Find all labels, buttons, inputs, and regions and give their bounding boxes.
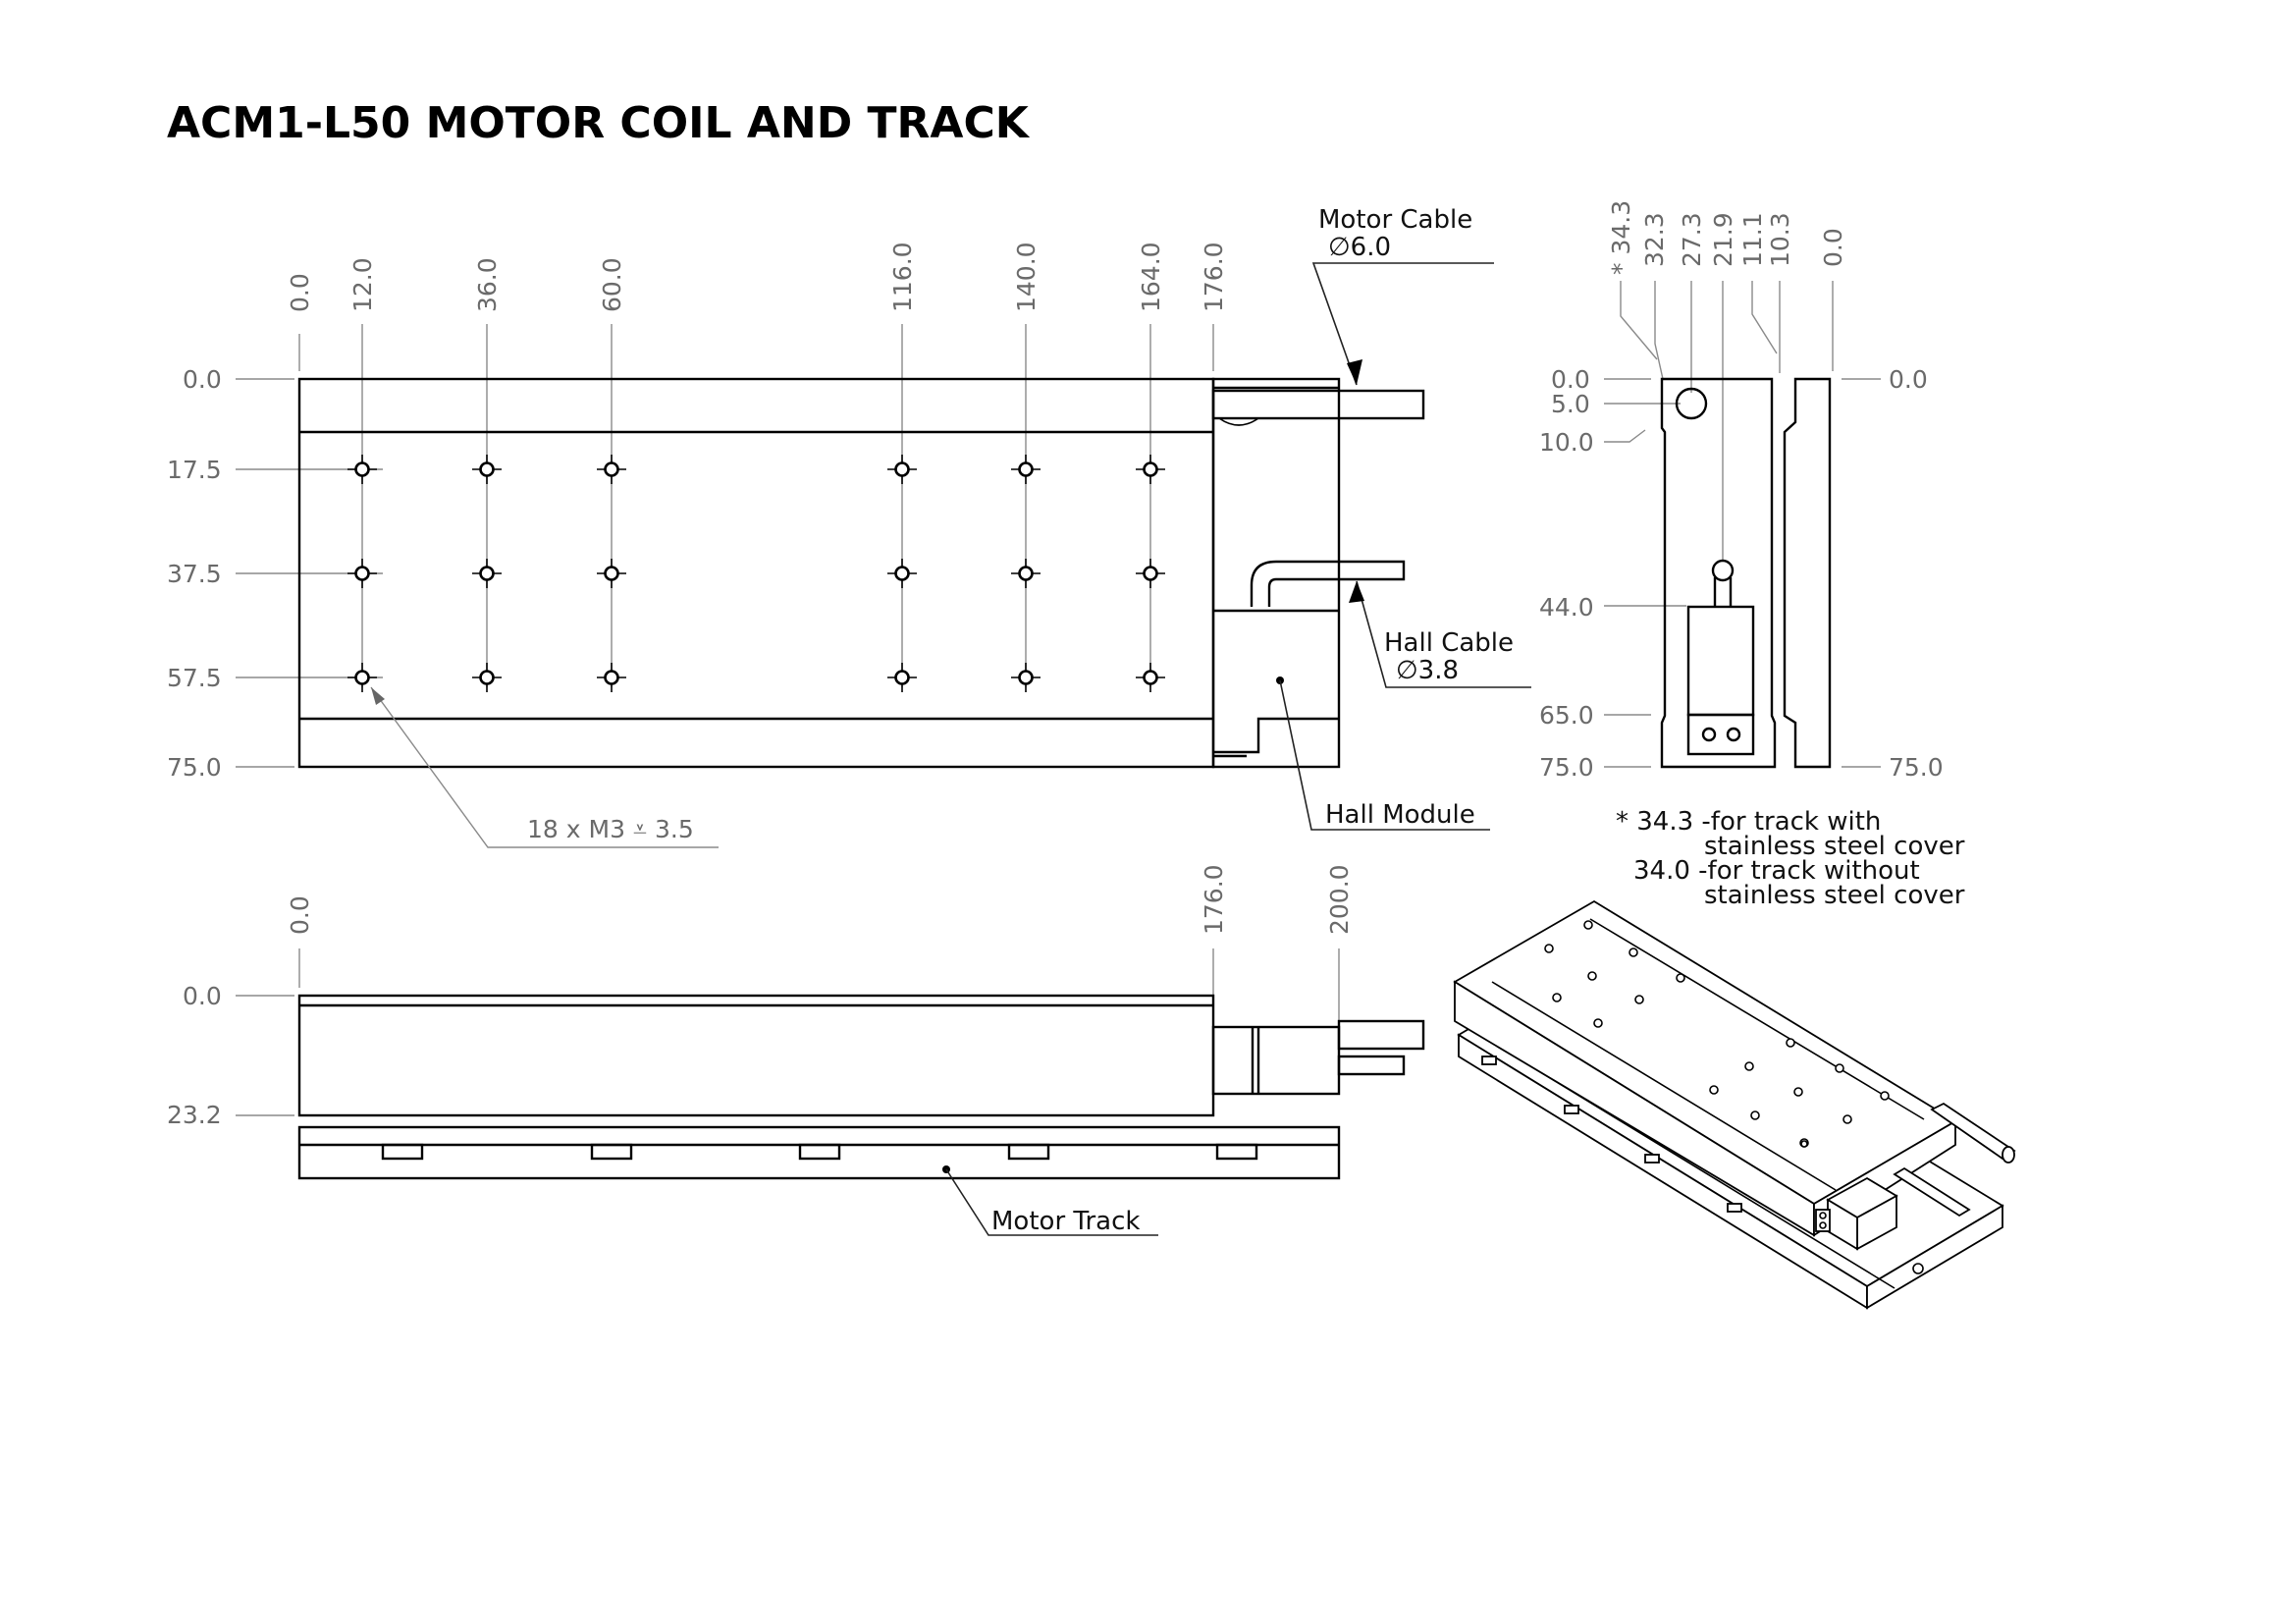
- end-dim-left-10: 10.0: [1539, 428, 1594, 457]
- footnote-line-4: stainless steel cover: [1704, 881, 1965, 910]
- end-dim-top-27-3: 27.3: [1678, 212, 1706, 267]
- hall-cable-label: Hall Cable: [1384, 628, 1514, 658]
- top-dim-x-116: 116.0: [888, 242, 917, 312]
- side-view: 0.0 176.0 200.0 0.0 23.2: [167, 864, 1425, 1236]
- drawing-title: ACM1-L50 MOTOR COIL AND TRACK: [167, 98, 1029, 148]
- end-dim-top-32-3: 32.3: [1640, 212, 1669, 267]
- iso-cables: [1893, 1102, 2016, 1218]
- track-end-profile: [1783, 377, 1832, 769]
- side-dim-y-23-2: 23.2: [167, 1101, 222, 1129]
- end-dim-right-0: 0.0: [1889, 365, 1928, 394]
- end-dim-top-11-1: 11.1: [1738, 212, 1767, 267]
- top-dim-y-75: 75.0: [167, 753, 222, 782]
- top-dim-x-12: 12.0: [348, 257, 377, 312]
- top-dim-y-17-5: 17.5: [167, 456, 222, 484]
- cable-housing-top: [1211, 377, 1341, 769]
- motor-track-callout: Motor Track: [945, 1168, 1158, 1236]
- side-dim-x-176: 176.0: [1200, 864, 1228, 935]
- iso-coil-holes: [1544, 920, 1890, 1148]
- end-dim-left-5: 5.0: [1551, 390, 1590, 418]
- footnote-line-3: 34.0 -for track without: [1633, 856, 1920, 886]
- hall-cable-size: ∅3.8: [1396, 656, 1459, 685]
- motor-cable-size: ∅6.0: [1328, 233, 1391, 262]
- mounting-hole: [887, 559, 917, 588]
- top-dim-x-164: 164.0: [1137, 242, 1165, 312]
- end-dim-top-10-3: 10.3: [1766, 212, 1794, 267]
- mounting-hole: [347, 663, 377, 692]
- top-dim-x-36: 36.0: [473, 257, 502, 312]
- mounting-hole: [472, 455, 502, 484]
- mounting-hole: [1136, 663, 1165, 692]
- mounting-hole: [1011, 663, 1041, 692]
- top-view-x-extension-lines: [298, 324, 1214, 687]
- mounting-hole: [1011, 559, 1041, 588]
- motor-track-label: Motor Track: [991, 1207, 1140, 1236]
- footnote-line-1: * 34.3 -for track with: [1616, 807, 1881, 837]
- mounting-hole: [472, 559, 502, 588]
- motor-track-side: [297, 1125, 1341, 1180]
- mounting-holes: [347, 455, 1165, 692]
- mounting-hole: [597, 663, 626, 692]
- footnote-line-2: stainless steel cover: [1704, 832, 1965, 861]
- hole-callout-text: 18 x M3 ⩡ 3.5: [527, 815, 694, 843]
- top-dim-x-60: 60.0: [598, 257, 626, 312]
- mounting-hole: [347, 455, 377, 484]
- mounting-hole: [597, 559, 626, 588]
- coil-body-top: [297, 377, 1215, 769]
- end-dim-left-65: 65.0: [1539, 701, 1594, 730]
- coil-end-profile: [1660, 377, 1777, 769]
- hall-module-callout: Hall Module: [1279, 679, 1490, 831]
- hole-callout: 18 x M3 ⩡ 3.5: [370, 686, 719, 848]
- end-dim-top-0: 0.0: [1819, 228, 1847, 267]
- mounting-hole: [887, 663, 917, 692]
- hall-module-end: [1686, 559, 1755, 756]
- top-view: 0.0 12.0 36.0 60.0 116.0 140.0 164.0 176…: [167, 205, 1531, 848]
- mounting-hole: [472, 663, 502, 692]
- end-dim-top-21-9: 21.9: [1709, 212, 1737, 267]
- motor-cable-top: [1211, 389, 1425, 426]
- side-dim-x-0: 0.0: [286, 895, 314, 935]
- top-dim-x-0: 0.0: [286, 273, 314, 312]
- hall-cable-callout: Hall Cable ∅3.8: [1349, 580, 1531, 688]
- end-dim-left-75: 75.0: [1539, 753, 1594, 782]
- mounting-hole: [597, 455, 626, 484]
- motor-cable-callout: Motor Cable ∅6.0: [1311, 205, 1494, 386]
- mounting-hole: [1011, 455, 1041, 484]
- top-dim-y-0: 0.0: [183, 365, 222, 394]
- motor-cable-end: [1675, 387, 1708, 420]
- motor-cable-label: Motor Cable: [1318, 205, 1472, 235]
- mounting-hole: [1136, 559, 1165, 588]
- top-dim-y-57-5: 57.5: [167, 664, 222, 692]
- end-dim-right-75: 75.0: [1889, 753, 1944, 782]
- iso-track-notches: [1481, 1056, 1924, 1274]
- end-view: * 34.3 32.3 27.3 21.9 11.1 10.3 0.0 0.0 …: [1539, 200, 1965, 910]
- top-dim-y-37-5: 37.5: [167, 560, 222, 588]
- end-dim-left-0: 0.0: [1551, 365, 1590, 394]
- side-dim-y-0: 0.0: [183, 982, 222, 1010]
- isometric-view: [1453, 899, 2016, 1310]
- mounting-hole: [887, 455, 917, 484]
- end-dim-top-34-3: * 34.3: [1607, 200, 1635, 275]
- iso-hall-module: [1815, 1176, 1898, 1251]
- mounting-hole: [1136, 455, 1165, 484]
- top-dim-x-140: 140.0: [1012, 242, 1041, 312]
- hall-module-label: Hall Module: [1325, 800, 1475, 830]
- side-dim-x-200: 200.0: [1325, 864, 1354, 935]
- cable-housing-side: [1211, 1019, 1425, 1096]
- top-dim-x-176: 176.0: [1200, 242, 1228, 312]
- mounting-hole: [347, 559, 377, 588]
- end-dim-left-44: 44.0: [1539, 593, 1594, 622]
- coil-body-side: [297, 994, 1215, 1117]
